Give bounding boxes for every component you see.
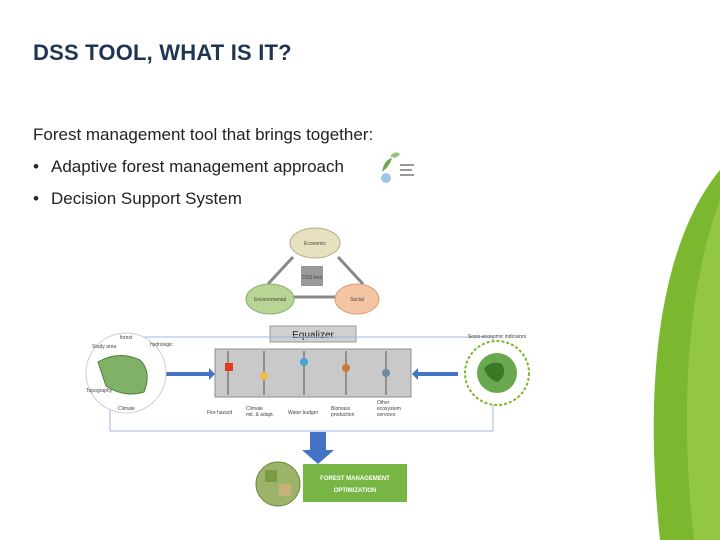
water-icon <box>300 358 308 366</box>
social-label: Social <box>350 297 364 303</box>
slider-label-fire: Fire hazard <box>207 410 233 416</box>
fire-icon <box>225 363 233 371</box>
dss-diagram: Economic Environmental Social DSS tool E… <box>85 227 530 507</box>
biomass-icon <box>342 364 350 372</box>
dss-tool-label: DSS tool <box>302 275 322 281</box>
environmental-circle <box>245 283 295 315</box>
equalizer-panel <box>214 348 412 398</box>
output-line-1: FOREST MANAGEMENT <box>320 476 390 482</box>
bullet-label: Adaptive forest management approach <box>51 157 344 176</box>
left-circle-label-top: forest <box>120 335 133 341</box>
down-arrow <box>302 432 334 464</box>
left-arrow <box>163 368 215 380</box>
slide-title: DSS TOOL, WHAT IS IT? <box>33 40 292 65</box>
left-circle-label-climate: Climate <box>118 406 135 412</box>
output-box <box>303 464 407 502</box>
bullet-label: Decision Support System <box>51 189 242 208</box>
equalizer-label: Equalizer <box>292 330 334 341</box>
bullet-dot: • <box>33 189 39 208</box>
triangle-arrows <box>266 255 365 299</box>
climate-icon <box>260 372 268 380</box>
bullet-decision-support: • Decision Support System <box>33 189 242 209</box>
ecosystem-icon <box>382 369 390 377</box>
left-circle-label-hydro: hydrologic <box>150 342 173 348</box>
output-line-2: OPTIMIZATION <box>334 488 377 494</box>
economic-label: Economic <box>304 241 326 247</box>
left-circle-label-study: Study area <box>92 344 116 350</box>
decorative-leaf <box>653 170 720 540</box>
dss-tool-center <box>301 266 323 286</box>
socio-economic-label: Socio-economic indicators <box>468 334 527 340</box>
adaptive-management-logo <box>381 152 414 183</box>
bullet-adaptive-management: • Adaptive forest management approach <box>33 157 344 177</box>
forest-photos-circle <box>255 461 301 507</box>
economic-circle <box>289 227 341 259</box>
left-circle-label-topo: Topography <box>86 388 113 394</box>
social-circle <box>334 283 380 315</box>
right-arrow <box>412 368 458 380</box>
slider-label-water: Water budget <box>288 410 318 416</box>
equalizer-box <box>269 325 357 343</box>
environmental-label: Environmental <box>254 297 286 303</box>
intro-text: Forest management tool that brings toget… <box>33 125 374 144</box>
bullet-dot: • <box>33 157 39 176</box>
study-area-map <box>97 355 148 395</box>
